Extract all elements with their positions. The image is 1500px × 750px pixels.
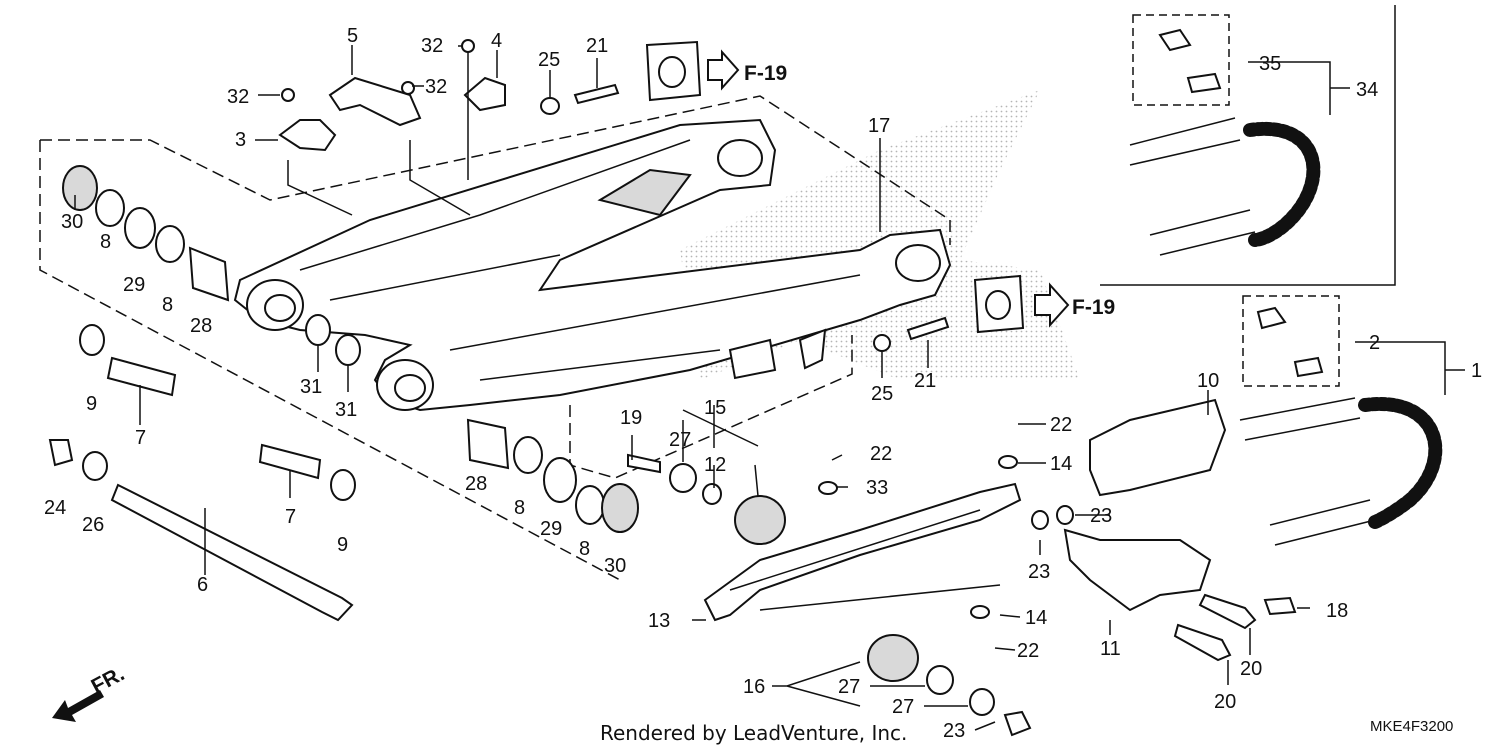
callout-8: 8 (162, 294, 173, 316)
callout-3: 3 (235, 129, 246, 151)
callout-24: 24 (44, 497, 66, 519)
diagram-code: MKE4F3200 (1370, 718, 1453, 735)
swingarm-body (233, 118, 952, 412)
callout-8: 8 (579, 538, 590, 560)
chain-slider-13 (703, 482, 1022, 622)
clamp-3 (278, 119, 337, 152)
callout-32: 32 (227, 86, 249, 108)
callout-20: 20 (1240, 658, 1262, 680)
chain-guide (1031, 398, 1297, 662)
front-label: FR. (88, 662, 129, 698)
callout-19: 19 (620, 407, 642, 429)
callout-7: 7 (135, 427, 146, 449)
callout-18: 18 (1326, 600, 1348, 622)
callout-22: 22 (1017, 640, 1039, 662)
drive-chain-top (1129, 28, 1321, 256)
callout-31: 31 (335, 399, 357, 421)
callout-17: 17 (868, 115, 890, 137)
chain-roller-slider (627, 453, 1032, 737)
callout-23: 23 (1028, 561, 1050, 583)
callout-numbers: 5 4 32 32 32 3 25 21 35 34 17 30 8 29 8 … (44, 25, 1482, 742)
callout-27: 27 (669, 429, 691, 451)
callout-5: 5 (347, 25, 358, 47)
callout-33: 33 (866, 477, 888, 499)
callout-14: 14 (1050, 453, 1072, 475)
callout-30: 30 (604, 555, 626, 577)
small-hardware-top (278, 39, 620, 152)
callout-26: 26 (82, 514, 104, 536)
render-credit: Rendered by LeadVenture, Inc. (600, 721, 907, 745)
callout-22: 22 (870, 443, 892, 465)
chain-guide-11 (1063, 528, 1212, 612)
callout-15: 15 (704, 397, 726, 419)
ref-label-f19-top: F-19 (744, 62, 787, 85)
callout-12: 12 (704, 454, 726, 476)
callout-2: 2 (1369, 332, 1380, 354)
callout-9: 9 (86, 393, 97, 415)
callout-28: 28 (465, 473, 487, 495)
callout-35: 35 (1259, 53, 1281, 75)
group-frame-pivot-right (569, 335, 853, 479)
guide-4 (463, 76, 506, 112)
drive-chain-box (1100, 5, 1396, 387)
callout-13: 13 (648, 610, 670, 632)
callout-32: 32 (425, 76, 447, 98)
callout-10: 10 (1197, 370, 1219, 392)
callout-30: 30 (61, 211, 83, 233)
callout-4: 4 (491, 30, 502, 52)
callout-31: 31 (300, 376, 322, 398)
callout-1: 1 (1471, 360, 1482, 382)
callout-23: 23 (943, 720, 965, 742)
callout-25: 25 (871, 383, 893, 405)
callout-6: 6 (197, 574, 208, 596)
callout-8: 8 (100, 231, 111, 253)
adjuster-block-right (873, 274, 1070, 352)
f19-arrow-top (707, 49, 740, 91)
guide-slider-10 (1089, 398, 1227, 497)
callout-20: 20 (1214, 691, 1236, 713)
pivot-parts-right (466, 418, 639, 533)
callout-14: 14 (1025, 607, 1047, 629)
callout-21: 21 (914, 370, 936, 392)
callout-23: 23 (1090, 505, 1112, 527)
callout-7: 7 (285, 506, 296, 528)
bracket-5 (328, 76, 422, 127)
callout-21: 21 (586, 35, 608, 57)
adjuster-block-top (645, 40, 740, 102)
front-direction-marker: FR. (52, 662, 128, 722)
callout-32: 32 (421, 35, 443, 57)
callout-8: 8 (514, 497, 525, 519)
callout-34: 34 (1356, 79, 1378, 101)
callout-22: 22 (1050, 414, 1072, 436)
ref-label-f19-right: F-19 (1072, 296, 1115, 319)
leader-lines (74, 45, 1465, 731)
callout-11: 11 (1100, 638, 1121, 660)
callout-9: 9 (337, 534, 348, 556)
f19-arrow-right (1034, 282, 1070, 328)
group-frame-pivot-left (39, 95, 951, 581)
callout-27: 27 (838, 676, 860, 698)
callout-27: 27 (892, 696, 914, 718)
callout-16: 16 (743, 676, 765, 698)
pivot-parts-left (48, 165, 361, 622)
callout-29: 29 (540, 518, 562, 540)
callout-28: 28 (190, 315, 212, 337)
drive-chain-bottom (1239, 306, 1443, 546)
callout-25: 25 (538, 49, 560, 71)
callout-29: 29 (123, 274, 145, 296)
